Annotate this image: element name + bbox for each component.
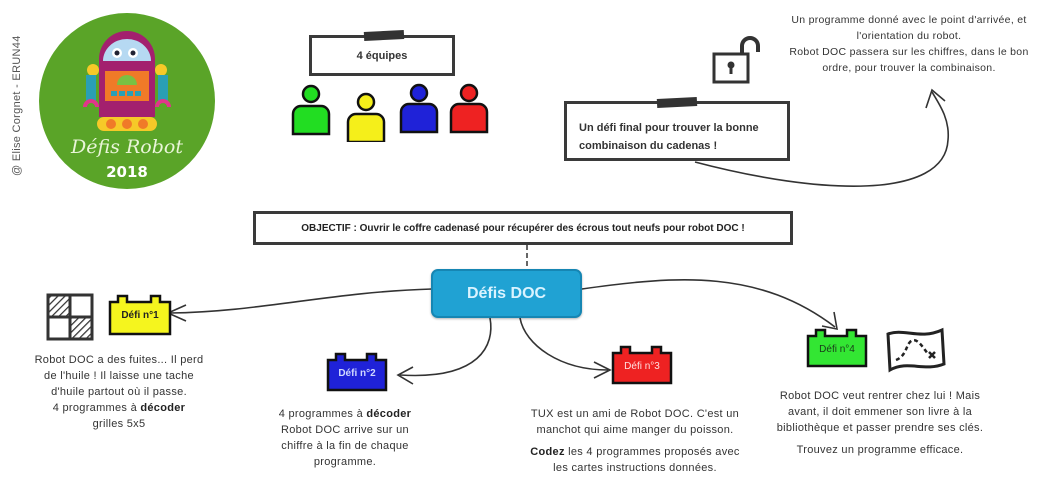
text-line: bibliothèque et passer prendre ses clés. xyxy=(776,422,984,434)
defis-robot-logo: Défis Robot 2018 xyxy=(39,13,215,189)
final-challenge-box: Un défi final pour trouver la bonne comb… xyxy=(564,96,790,161)
team-member-icon-yellow xyxy=(346,92,386,142)
challenge-1-badge[interactable]: Défi n°1 xyxy=(108,294,172,336)
checkerboard-grid-icon xyxy=(46,293,94,341)
branch-defi2 xyxy=(399,317,492,377)
arrowhead-icon xyxy=(396,366,414,385)
logo-year: 2018 xyxy=(106,163,148,181)
text-line: de l'huile ! Il laisse une tache xyxy=(44,370,194,382)
description-line: l'orientation du robot. xyxy=(856,30,962,42)
challenge-2-badge[interactable]: Défi n°2 xyxy=(326,352,388,392)
final-arrow xyxy=(694,91,950,187)
arrowhead-icon xyxy=(925,88,946,109)
open-padlock-icon xyxy=(712,36,760,84)
text-line: d'huile partout où il passe. xyxy=(51,386,187,398)
branch-defi3 xyxy=(519,317,609,371)
teams-box: 4 équipes xyxy=(309,29,455,76)
final-challenge-description: Un programme donné avec le point d'arriv… xyxy=(784,12,1034,76)
bold-text: Codez xyxy=(530,446,565,458)
team-member-icon-red xyxy=(449,83,489,134)
text-line: chiffre à la fin de chaque xyxy=(281,440,409,452)
team-figures xyxy=(291,83,489,142)
text-line: TUX est un ami de Robot DOC. C'est un xyxy=(530,408,740,420)
text-line: Codez les 4 programmes proposés avec xyxy=(520,444,750,460)
challenge-3-text: TUX est un ami de Robot DOC. C'est un ma… xyxy=(520,406,750,476)
objective-box: OBJECTIF : Ouvrir le coffre cadenasé pou… xyxy=(253,211,793,245)
final-challenge-label: Un défi final pour trouver la bonne comb… xyxy=(579,122,759,152)
challenge-4-badge[interactable]: Défi n°4 xyxy=(806,328,868,368)
team-member-icon-green xyxy=(291,84,331,136)
text-line: Robot DOC veut rentrer chez lui ! Mais xyxy=(779,390,981,402)
challenge-3-badge[interactable]: Défi n°3 xyxy=(611,345,673,385)
text-line: grilles 5x5 xyxy=(92,418,146,430)
challenge-4-label: Défi n°4 xyxy=(819,344,855,355)
bold-text: décoder xyxy=(366,408,412,420)
team-member-icon-blue xyxy=(399,83,439,134)
text-fragment: les 4 programmes proposés avec xyxy=(564,446,740,458)
central-node-defis-doc[interactable]: Défis DOC xyxy=(431,269,582,318)
text-line: Robot DOC arrive sur un xyxy=(281,424,409,436)
teams-label: 4 équipes xyxy=(356,50,408,62)
text-line: les cartes instructions données. xyxy=(553,462,717,474)
battery-icon xyxy=(806,328,868,368)
text-fragment: 4 programmes à xyxy=(278,408,367,420)
text-line: 4 programmes à décoder xyxy=(24,400,214,416)
text-fragment: 4 programmes à xyxy=(52,402,141,414)
battery-icon xyxy=(326,352,388,392)
objective-text: OBJECTIF : Ouvrir le coffre cadenasé pou… xyxy=(301,223,745,234)
description-line: ordre, pour trouver la combinaison. xyxy=(822,62,996,74)
text-line: Trouvez un programme efficace. xyxy=(796,444,964,456)
challenge-2-text: 4 programmes à décoder Robot DOC arrive … xyxy=(270,406,420,470)
battery-icon xyxy=(611,345,673,385)
robot-icon xyxy=(83,31,171,131)
description-line: Robot DOC passera sur les chiffres, dans… xyxy=(789,46,1029,58)
arrowhead-icon xyxy=(821,311,838,331)
branch-defi4 xyxy=(581,279,836,328)
text-line: avant, il doit emmener son livre à la xyxy=(787,406,973,418)
battery-icon xyxy=(108,294,172,336)
bold-text: décoder xyxy=(140,402,186,414)
arrowhead-icon xyxy=(593,361,612,379)
text-line: manchot qui aime manger du poisson. xyxy=(536,424,734,436)
text-line: programme. xyxy=(313,456,377,468)
description-line: Un programme donné avec le point d'arriv… xyxy=(791,14,1027,26)
challenge-1-text: Robot DOC a des fuites... Il perd de l'h… xyxy=(24,352,214,432)
challenge-4-text: Robot DOC veut rentrer chez lui ! Mais a… xyxy=(770,388,990,458)
text-line: Robot DOC a des fuites... Il perd xyxy=(34,354,204,366)
challenge-3-label: Défi n°3 xyxy=(624,361,660,372)
branch-defi1 xyxy=(169,288,433,314)
challenge-1-label: Défi n°1 xyxy=(121,310,159,321)
challenge-2-label: Défi n°2 xyxy=(338,368,376,379)
logo-title: Défis Robot xyxy=(70,136,183,158)
treasure-map-icon xyxy=(886,327,946,373)
text-line: 4 programmes à décoder xyxy=(270,406,420,422)
